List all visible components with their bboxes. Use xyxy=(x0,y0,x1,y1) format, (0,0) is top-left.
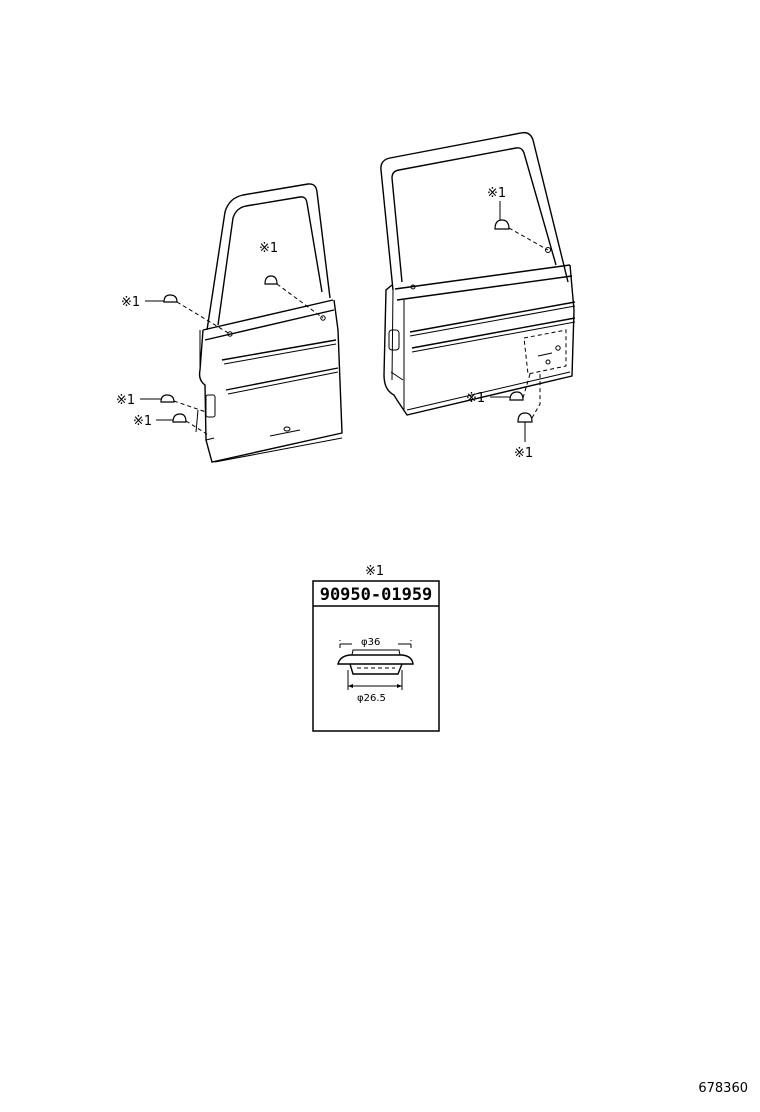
callout-front-upper-left: ※1 xyxy=(121,295,140,310)
detail-marker: ※1 xyxy=(365,564,384,579)
rear-door-plugs xyxy=(490,201,549,442)
callout-front-lower-2: ※1 xyxy=(133,414,152,429)
callout-front-window: ※1 xyxy=(259,241,278,256)
hole-plug-icon xyxy=(494,219,510,230)
hole-plug-icon xyxy=(172,413,187,423)
catalog-number: 678360 xyxy=(698,1081,748,1096)
part-detail-box: ※1 90950-01959 φ36 φ26.5 xyxy=(312,564,440,732)
callout-rear-window: ※1 xyxy=(487,186,506,201)
hole-plug-profile-icon xyxy=(337,640,414,690)
part-number: 90950-01959 xyxy=(320,585,433,605)
front-door xyxy=(195,183,343,463)
callout-rear-bottom: ※1 xyxy=(514,446,533,461)
hole-plug-icon xyxy=(264,275,278,285)
hole-plug-icon xyxy=(163,294,178,303)
hole-plug-icon xyxy=(160,394,175,403)
inner-diameter-label: φ26.5 xyxy=(357,693,386,704)
callout-rear-lower-left: ※1 xyxy=(466,391,485,406)
outer-diameter-label: φ36 xyxy=(361,637,380,648)
hole-plug-icon xyxy=(509,391,524,401)
callout-front-lower-1: ※1 xyxy=(116,393,135,408)
front-door-plugs xyxy=(140,275,324,437)
rear-door xyxy=(380,131,576,416)
hole-plug-icon xyxy=(517,412,533,423)
